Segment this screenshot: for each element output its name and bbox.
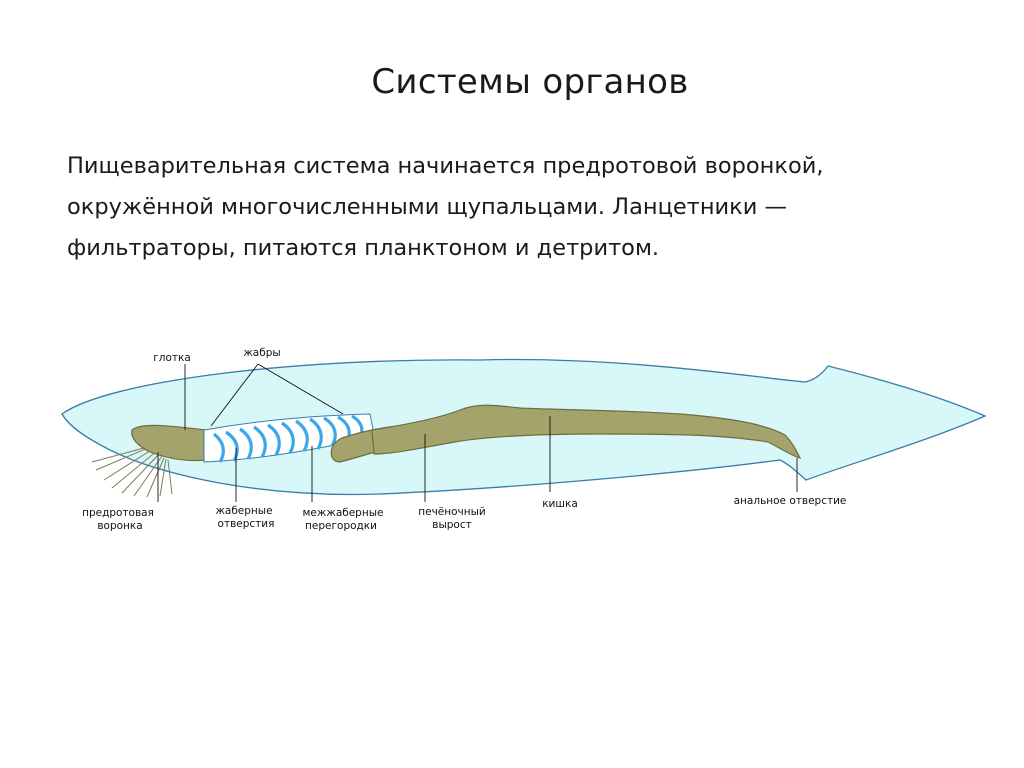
label-gill-slits-1: жаберные — [215, 505, 272, 517]
label-funnel-2: воронка — [97, 520, 142, 532]
label-gills: жабры — [243, 347, 280, 359]
label-intestine: кишка — [542, 498, 578, 510]
label-septa-1: межжаберные — [303, 507, 384, 519]
pharynx-shape — [131, 424, 207, 462]
lancelet-digestive-diagram: глотка жабры предротовая воронка жаберны… — [61, 347, 987, 532]
label-funnel-1: предротовая — [82, 507, 154, 519]
intestine — [371, 404, 802, 459]
slide-text: Пищеварительная система начинается предр… — [67, 153, 824, 261]
label-gill-slits-2: отверстия — [218, 518, 275, 530]
label-liver-2: вырост — [432, 519, 471, 531]
slide-title: Системы органов — [371, 62, 689, 102]
label-septa-2: перегородки — [305, 520, 377, 532]
gill-slits — [212, 414, 364, 463]
leader-lines — [157, 363, 798, 502]
label-pharynx: глотка — [153, 352, 191, 364]
label-anus: анальное отверстие — [734, 495, 847, 507]
oral-tentacles — [91, 444, 173, 498]
label-liver-1: печёночный — [418, 506, 485, 518]
